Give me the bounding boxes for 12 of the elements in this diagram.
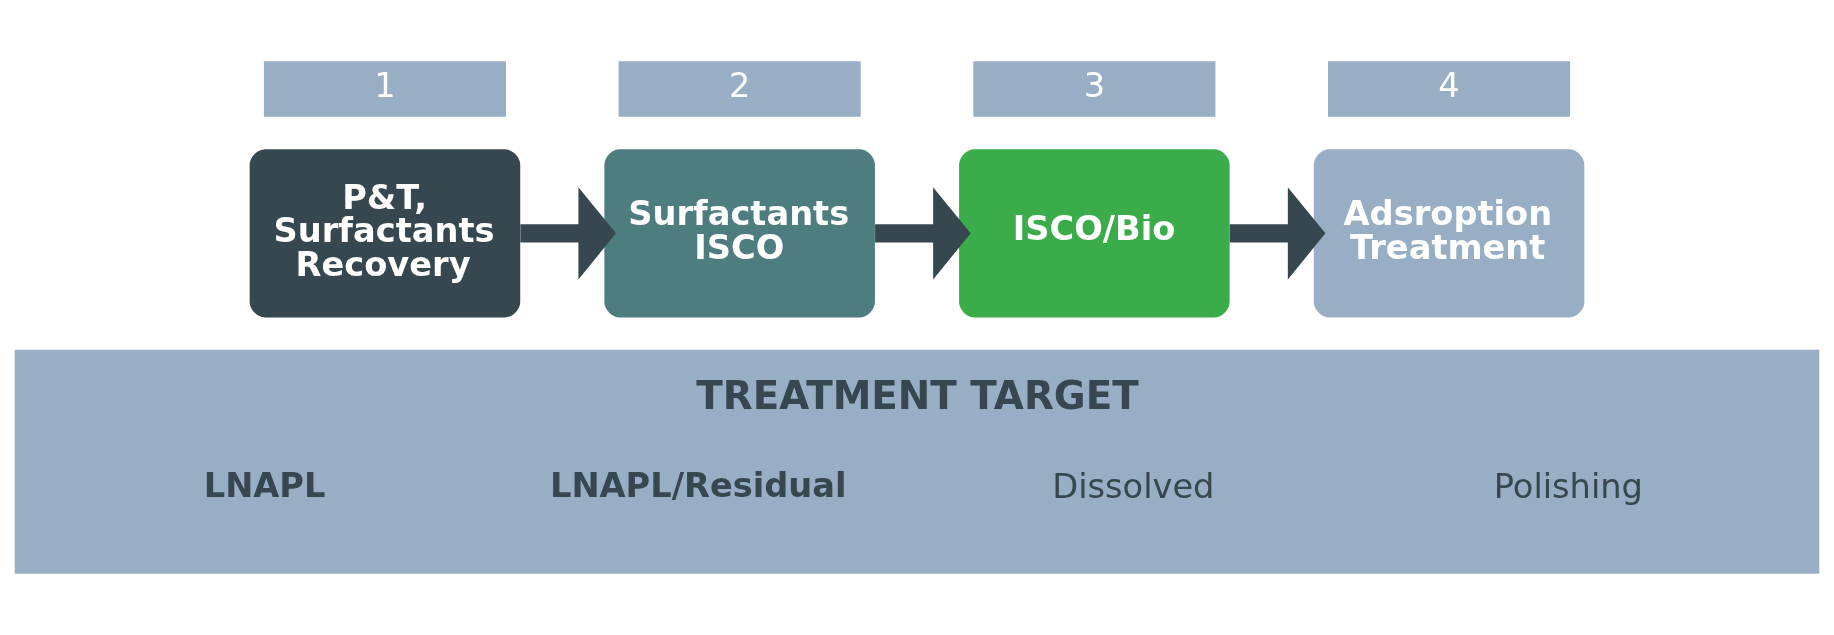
node-box: Adsroption Treatment [1313,149,1585,318]
node-box: 1 [263,61,506,117]
node-box: ISCO/Bio [959,149,1230,318]
node-box: 2 [618,61,861,117]
node-box: 3 [973,61,1216,117]
arrow [1229,187,1326,280]
node-box: TREATMENT TARGET LNAPL LNAPL/Residual Dissolved Polishing [14,349,1820,574]
arrow [520,187,616,280]
node-box: P&T, Surfactants Recovery [249,149,521,318]
node-box: Surfactants ISCO [604,149,875,318]
node-box: 4 [1328,61,1571,117]
arrow [875,187,971,280]
